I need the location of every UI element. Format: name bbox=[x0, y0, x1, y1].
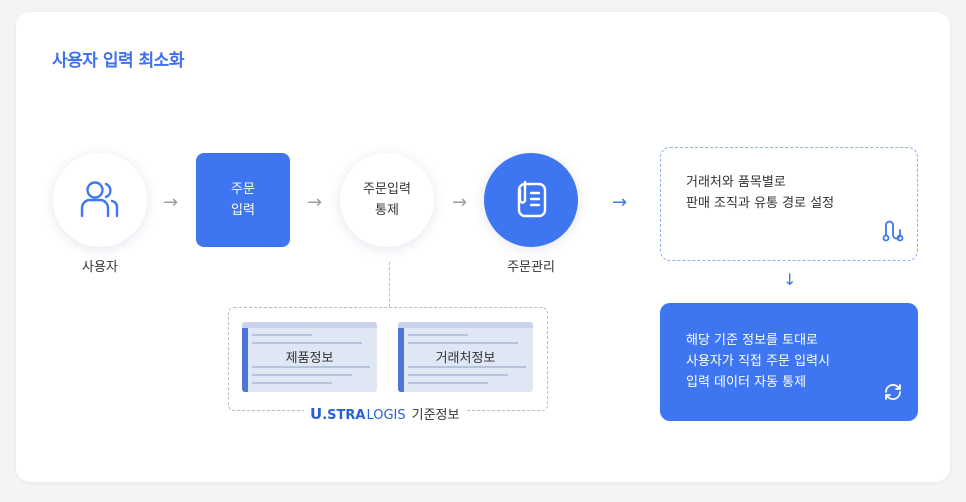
brand-stra: .STRA bbox=[322, 408, 366, 423]
connector-line bbox=[389, 262, 390, 307]
customer-info-thumbnail: 거래처정보 bbox=[398, 322, 533, 392]
brand-master-data: 기준정보 bbox=[411, 408, 460, 423]
order-input-box: 주문 입력 bbox=[196, 153, 290, 247]
order-input-line1: 주문 bbox=[231, 182, 255, 197]
user-circle bbox=[53, 153, 147, 247]
arrow-down: ↓ bbox=[783, 270, 797, 289]
refresh-icon bbox=[885, 384, 901, 400]
routing-box bbox=[660, 147, 918, 261]
ustra-brand: U .STRA LOGIS 기준정보 bbox=[304, 404, 466, 423]
auto-control-box bbox=[660, 303, 918, 421]
brand-logis: LOGIS bbox=[366, 408, 406, 423]
routing-line1: 거래처와 품목별로 bbox=[686, 175, 786, 190]
product-info-thumbnail: 제품정보 bbox=[242, 322, 377, 392]
order-control-line2: 통제 bbox=[375, 203, 399, 218]
user-label: 사용자 bbox=[82, 260, 118, 275]
diagram-title: 사용자 입력 최소화 bbox=[52, 51, 184, 71]
clipboard-icon bbox=[517, 180, 547, 218]
route-icon bbox=[882, 220, 904, 242]
arrow-right-2: → bbox=[307, 192, 323, 213]
order-control-line1: 주문입력 bbox=[363, 182, 411, 197]
routing-line2: 판매 조직과 유통 경로 설정 bbox=[686, 196, 835, 211]
order-mgmt-label: 주문관리 bbox=[507, 260, 555, 275]
brand-u: U bbox=[310, 405, 323, 423]
control-line1: 해당 기준 정보를 토대로 bbox=[686, 333, 818, 348]
control-line2: 사용자가 직접 주문 입력시 bbox=[686, 354, 830, 369]
customer-info-label: 거래처정보 bbox=[435, 351, 496, 366]
arrow-right-1: → bbox=[163, 192, 179, 213]
order-control-circle: 주문입력 통제 bbox=[340, 153, 434, 247]
order-mgmt-circle bbox=[484, 153, 578, 247]
product-info-label: 제품정보 bbox=[285, 351, 334, 366]
order-input-line2: 입력 bbox=[231, 203, 255, 218]
control-line3: 입력 데이터 자동 통제 bbox=[686, 375, 807, 390]
arrow-right-3: → bbox=[452, 192, 468, 213]
user-group-icon bbox=[80, 181, 119, 218]
arrow-right-4: → bbox=[612, 192, 628, 213]
